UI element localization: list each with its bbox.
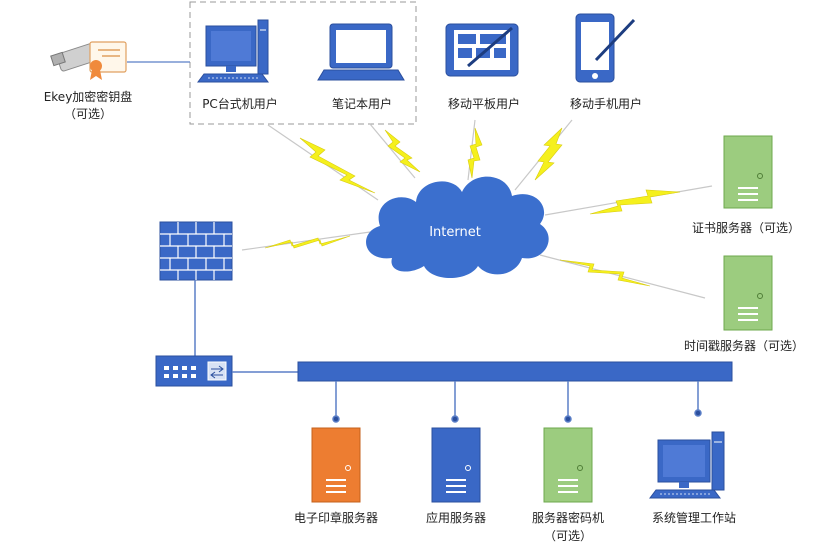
lightning-link-icon: [534, 127, 563, 181]
lightning-link-icon: [299, 137, 376, 194]
lightning-link-icon: [589, 189, 681, 215]
app-server-label: 应用服务器: [426, 510, 486, 525]
mgmt-workstation-label: 系统管理工作站: [652, 510, 736, 525]
smartphone-icon: [575, 13, 636, 83]
laptop-user-label: 笔记本用户: [332, 96, 392, 111]
internet-label: Internet: [429, 225, 481, 240]
desktop-computer-icon: [197, 19, 269, 83]
crypto-server-label: 服务器密码机: [532, 510, 604, 525]
firewall-icon: [159, 221, 233, 281]
laptop-icon: [317, 23, 405, 81]
server-tower-icon: [723, 135, 773, 209]
client-group-box: [189, 1, 417, 125]
timestamp-server-label: 时间戳服务器（可选）: [684, 338, 804, 353]
phone-user-label: 移动手机用户: [570, 96, 642, 111]
server-tower-icon: [431, 427, 481, 503]
server-tower-icon: [723, 255, 773, 331]
seal-server-label: 电子印章服务器: [294, 510, 378, 525]
ekey-label: Ekey加密密钥盘: [44, 89, 133, 104]
tablet-user-label: 移动平板用户: [448, 96, 520, 111]
server-tower-icon: [311, 427, 361, 503]
internet-cloud: Internet: [366, 176, 549, 278]
lightning-link-icon: [559, 259, 651, 287]
usb-key-certificate-icon: [50, 41, 127, 80]
cert-server-label: 证书服务器（可选）: [692, 220, 800, 235]
crypto-optional-label: （可选）: [544, 529, 592, 543]
ekey-optional-label: （可选）: [64, 107, 112, 121]
tablet-icon: [445, 23, 519, 77]
workstation-icon: [649, 431, 725, 499]
lightning-link-icon: [467, 127, 483, 179]
bus-drops: [332, 381, 702, 423]
lightning-links: [264, 127, 681, 287]
pc-user-label: PC台式机用户: [202, 96, 278, 111]
lan-backbone-bus: [297, 361, 733, 382]
server-tower-icon: [543, 427, 593, 503]
cloud-icon: [366, 176, 549, 278]
lightning-link-icon: [384, 129, 421, 173]
lightning-link-icon: [264, 235, 351, 249]
network-switch-icon: [155, 355, 233, 387]
